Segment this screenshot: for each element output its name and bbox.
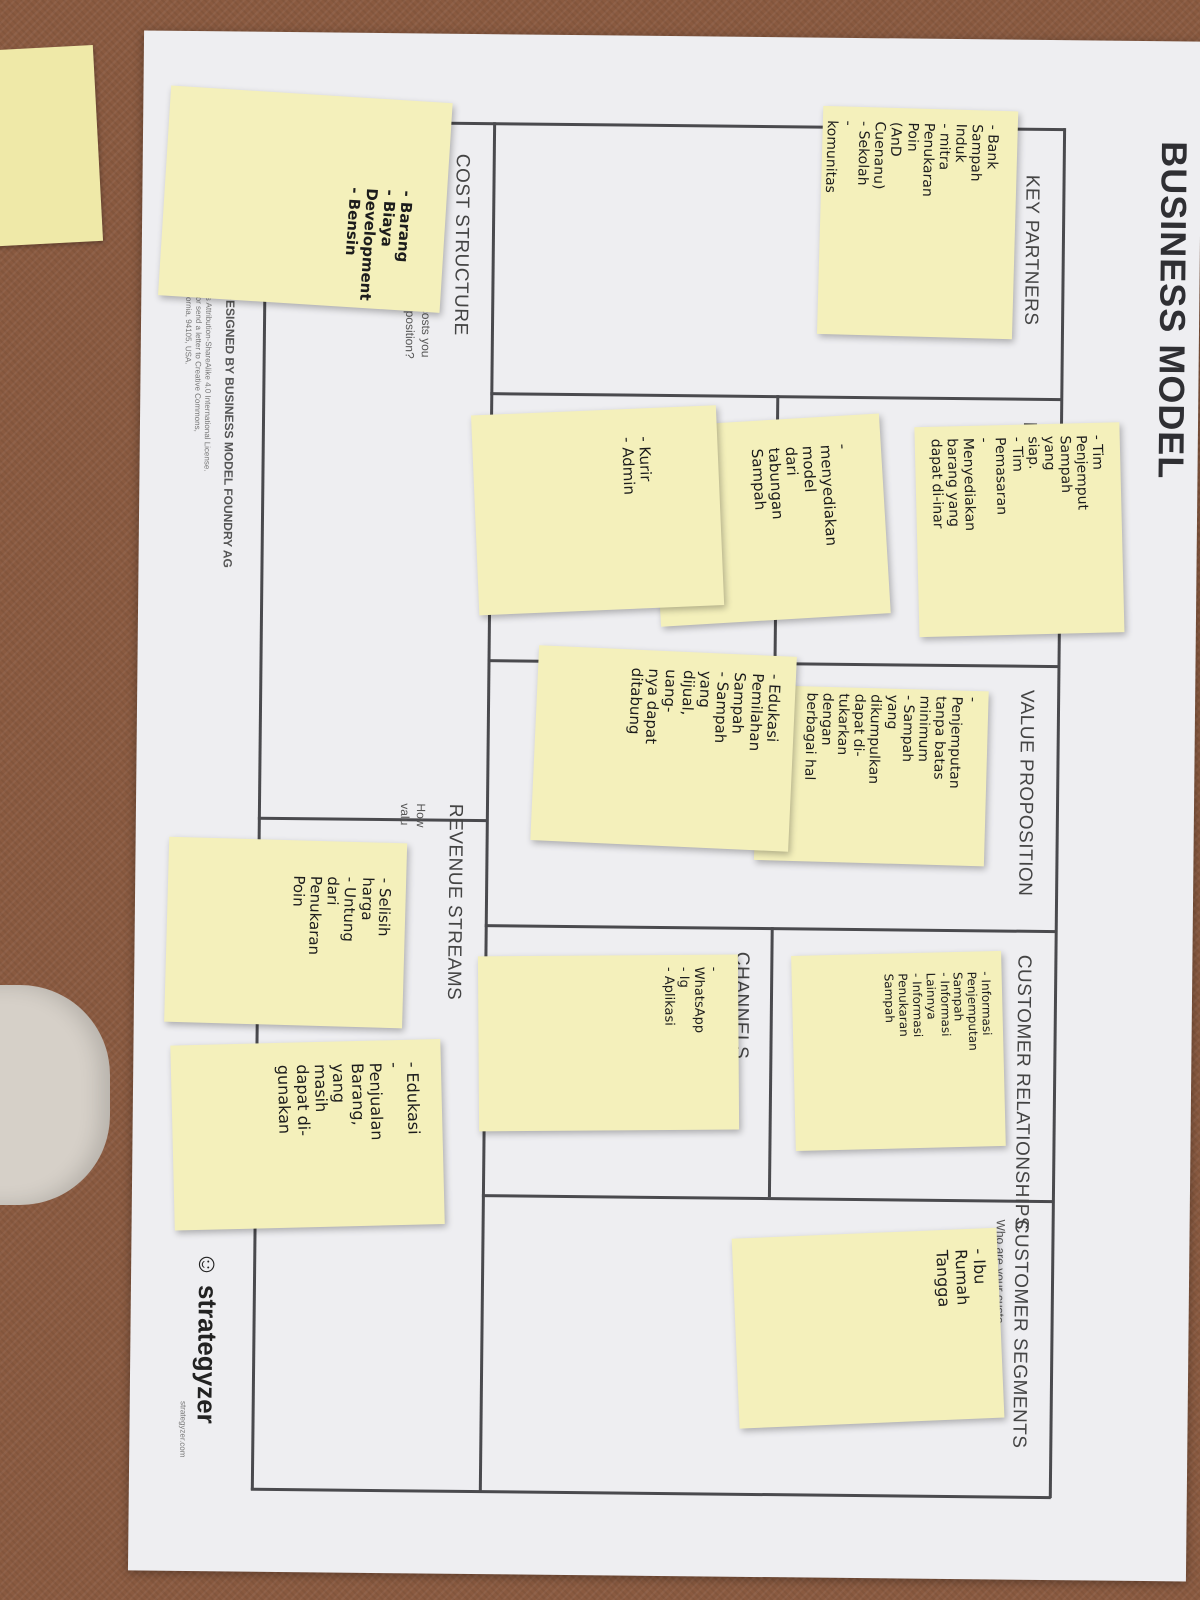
sticky-note-channels: - WhatsApp - Ig - Aplikasi <box>477 954 740 1132</box>
note-text: - Ibu Rumah Tangga <box>932 1248 990 1308</box>
heading-customer-relationships: CUSTOMER RELATIONSHIPS <box>1010 954 1035 1231</box>
heading-revenue-streams: REVENUE STREAMS <box>442 803 467 1001</box>
note-text: - Edukasi -Penjualan Barang, yang masih … <box>274 1061 424 1141</box>
brand-name: strategyzer <box>191 1284 223 1424</box>
note-text: - Selisih harga - Untung dari Penukaran … <box>289 875 395 956</box>
note-text: - WhatsApp - Ig - Aplikasi <box>661 966 722 1034</box>
heading-customer-segments: CUSTOMER SEGMENTS <box>1008 1219 1032 1449</box>
brand-url: strategyzer.com <box>178 1400 188 1458</box>
sticky-note-key-activities-a: - Tim Penjemput Sampah yang siap. - Tim … <box>914 422 1125 638</box>
heading-cost-structure: COST STRUCTURE <box>449 153 473 336</box>
sticky-note-revenue-b: - Edukasi -Penjualan Barang, yang masih … <box>170 1039 445 1231</box>
split-relationships <box>767 927 774 1198</box>
note-text: - Edukasi Pemilahan Sampah - Sampah yang… <box>625 667 785 752</box>
sticky-note-key-partners-b: - Barang - Biaya Development - Bensin <box>158 85 453 313</box>
note-text: - Bank Sampah Induk - mitra Penukaran Po… <box>821 119 1001 198</box>
note-text: - Tim Penjemput Sampah yang siap. - Tim … <box>927 434 1106 532</box>
divider-cost-revenue <box>478 122 497 1493</box>
designed-by: DESIGNED BY BUSINESS MODEL FOUNDRY AG <box>220 291 238 568</box>
license-line-1: mons Attribution-ShareAlike 4.0 Internat… <box>202 281 214 472</box>
business-model-canvas-sheet: BUSINESS MODEL KEY PARTNERS KE VALUE PRO… <box>127 30 1200 1582</box>
heading-key-partners: KEY PARTNERS <box>1020 174 1043 326</box>
strategyzer-logo: ☺ strategyzer <box>191 1251 224 1424</box>
canvas-title: BUSINESS MODEL <box>1150 141 1195 480</box>
note-text: - Kurir - Admin <box>617 435 655 496</box>
sticky-note-key-partners-a: - Bank Sampah Induk - mitra Penukaran Po… <box>816 105 1019 340</box>
sticky-note-value-proposition-b: - Edukasi Pemilahan Sampah - Sampah yang… <box>530 645 797 852</box>
note-text: - menyediakan model dari tabungan Sampah <box>747 443 852 547</box>
note-text: - Informasi Penjemputan Sampah - Informa… <box>881 971 995 1051</box>
sticky-note-key-activities-c: - Kurir - Admin <box>471 405 725 616</box>
frame-left <box>1048 128 1067 1499</box>
sticky-note-revenue-a: - Selisih harga - Untung dari Penukaran … <box>164 836 408 1029</box>
prompt-revenue-1: How <box>413 803 429 828</box>
note-text: - Penjemputan tanpa batas minimum - Samp… <box>801 692 981 789</box>
strategyzer-logo-icon: ☺ <box>192 1251 224 1286</box>
frame-top <box>250 119 269 1490</box>
sticky-note-customer-relationships: - Informasi Penjemputan Sampah - Informa… <box>791 950 1006 1151</box>
sticky-note-customer-segments: - Ibu Rumah Tangga <box>731 1227 1005 1429</box>
frame-bottom <box>250 1487 1051 1500</box>
shoe <box>0 985 110 1205</box>
note-text: - Barang - Biaya Development - Bensin <box>342 186 417 302</box>
prompt-revenue-2: valu <box>397 803 413 826</box>
loose-sticky-note <box>0 45 104 247</box>
heading-value-proposition: VALUE PROPOSITION <box>1014 689 1038 897</box>
license-line-2: 4.0/ or send a letter to Creative Common… <box>192 281 204 432</box>
